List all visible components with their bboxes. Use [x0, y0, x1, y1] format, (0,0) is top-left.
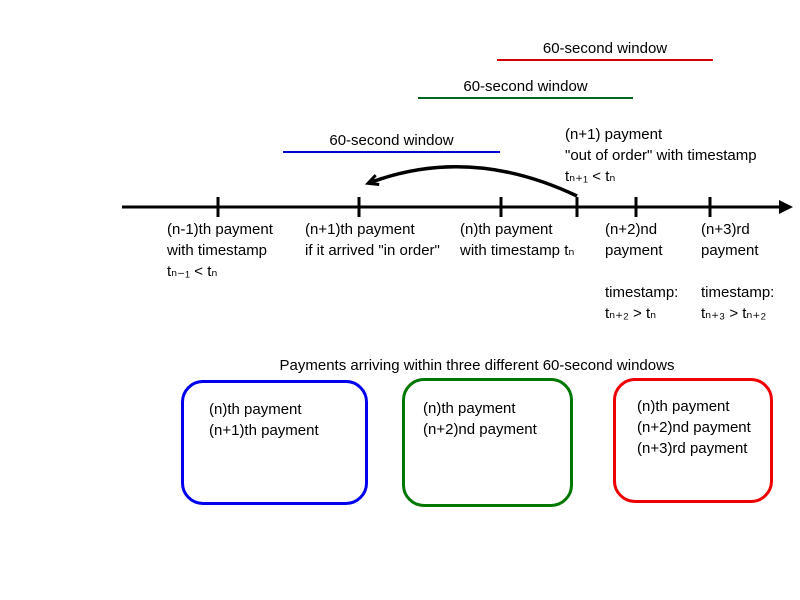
window-red-underline — [497, 59, 713, 61]
tick-label-n-plus-3: (n+3)rd payment timestamp: tₙ₊₃ > tₙ₊₂ — [701, 221, 775, 322]
tick-label-n: (n)th payment with timestamp tₙ — [460, 221, 575, 259]
window-blue-underline — [283, 151, 500, 153]
tick-label-n-minus-1: (n-1)th payment with timestamp tₙ₋₁ < tₙ — [167, 221, 273, 280]
legend-box-red-text: (n)th payment (n+2)nd payment (n+3)rd pa… — [637, 398, 751, 457]
window-red-label: 60-second window — [542, 40, 668, 57]
window-red: 60-second window — [497, 40, 713, 61]
legend-box-green: (n)th payment (n+2)nd payment — [402, 378, 573, 507]
out-of-order-arrow — [364, 165, 578, 198]
window-blue-label: 60-second window — [329, 132, 454, 149]
window-green: 60-second window — [418, 78, 633, 99]
legend-box-red: (n)th payment (n+2)nd payment (n+3)rd pa… — [613, 378, 773, 503]
legend-title: Payments arriving within three different… — [279, 357, 675, 374]
tick-label-n-plus-2: (n+2)nd payment timestamp: tₙ₊₂ > tₙ — [605, 221, 679, 322]
legend-box-blue: (n)th payment (n+1)th payment — [181, 380, 368, 505]
tick-label-n-plus-1-in-order: (n+1)th payment if it arrived "in order" — [305, 221, 440, 259]
timeline-axis-arrowhead-icon — [779, 200, 793, 214]
window-blue: 60-second window — [283, 132, 500, 153]
window-green-underline — [418, 97, 633, 99]
window-green-label: 60-second window — [463, 78, 588, 95]
out-of-order-note: (n+1) payment "out of order" with timest… — [565, 126, 757, 185]
legend-box-blue-text: (n)th payment (n+1)th payment — [209, 401, 319, 439]
legend-box-green-text: (n)th payment (n+2)nd payment — [423, 400, 537, 438]
